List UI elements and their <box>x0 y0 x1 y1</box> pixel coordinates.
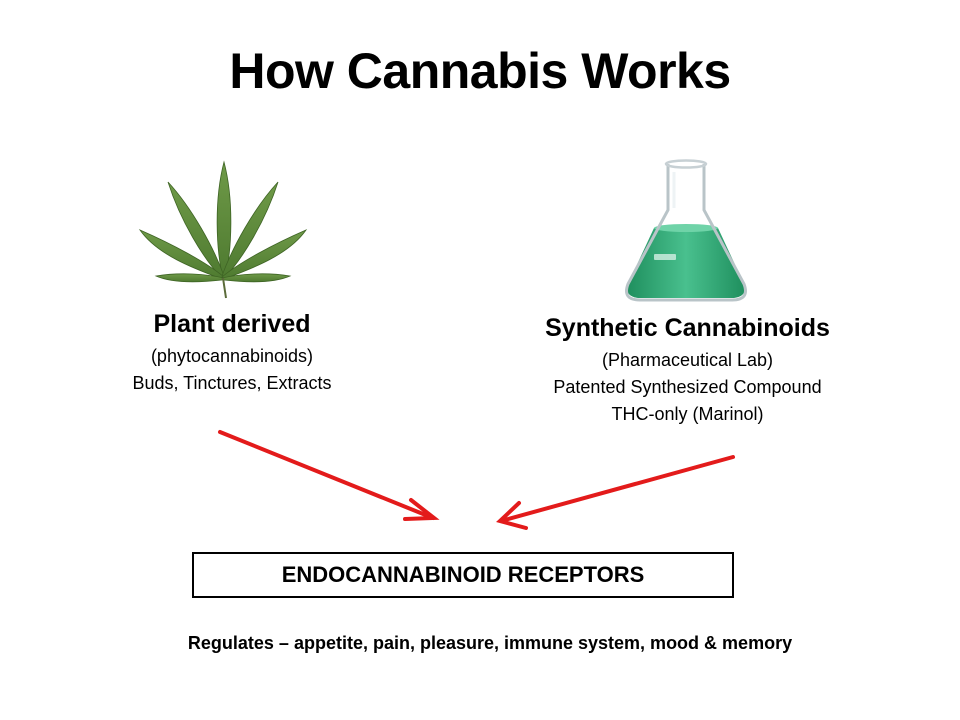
page-title: How Cannabis Works <box>229 43 731 99</box>
cannabis-leaf-icon <box>138 160 308 299</box>
synthetic-line: THC-only (Marinol) <box>611 404 764 424</box>
arrow-from-synthetic <box>496 455 735 530</box>
plant-derived-group: Plant derived (phytocannabinoids) Buds, … <box>92 310 372 397</box>
synthetic-group: Synthetic Cannabinoids (Pharmaceutical L… <box>500 314 875 428</box>
synthetic-heading: Synthetic Cannabinoids <box>545 314 830 342</box>
regulates-caption: Regulates – appetite, pain, pleasure, im… <box>187 633 793 653</box>
erlenmeyer-flask-icon <box>625 159 747 302</box>
plant-derived-line: Buds, Tinctures, Extracts <box>132 373 332 393</box>
synthetic-line: Patented Synthesized Compound <box>553 377 822 397</box>
arrow-from-plant <box>218 430 440 521</box>
plant-derived-heading: Plant derived <box>153 310 311 338</box>
plant-derived-line: (phytocannabinoids) <box>150 346 314 366</box>
synthetic-line: (Pharmaceutical Lab) <box>601 350 774 370</box>
endocannabinoid-receptors-box: ENDOCANNABINOID RECEPTORS <box>192 552 734 598</box>
